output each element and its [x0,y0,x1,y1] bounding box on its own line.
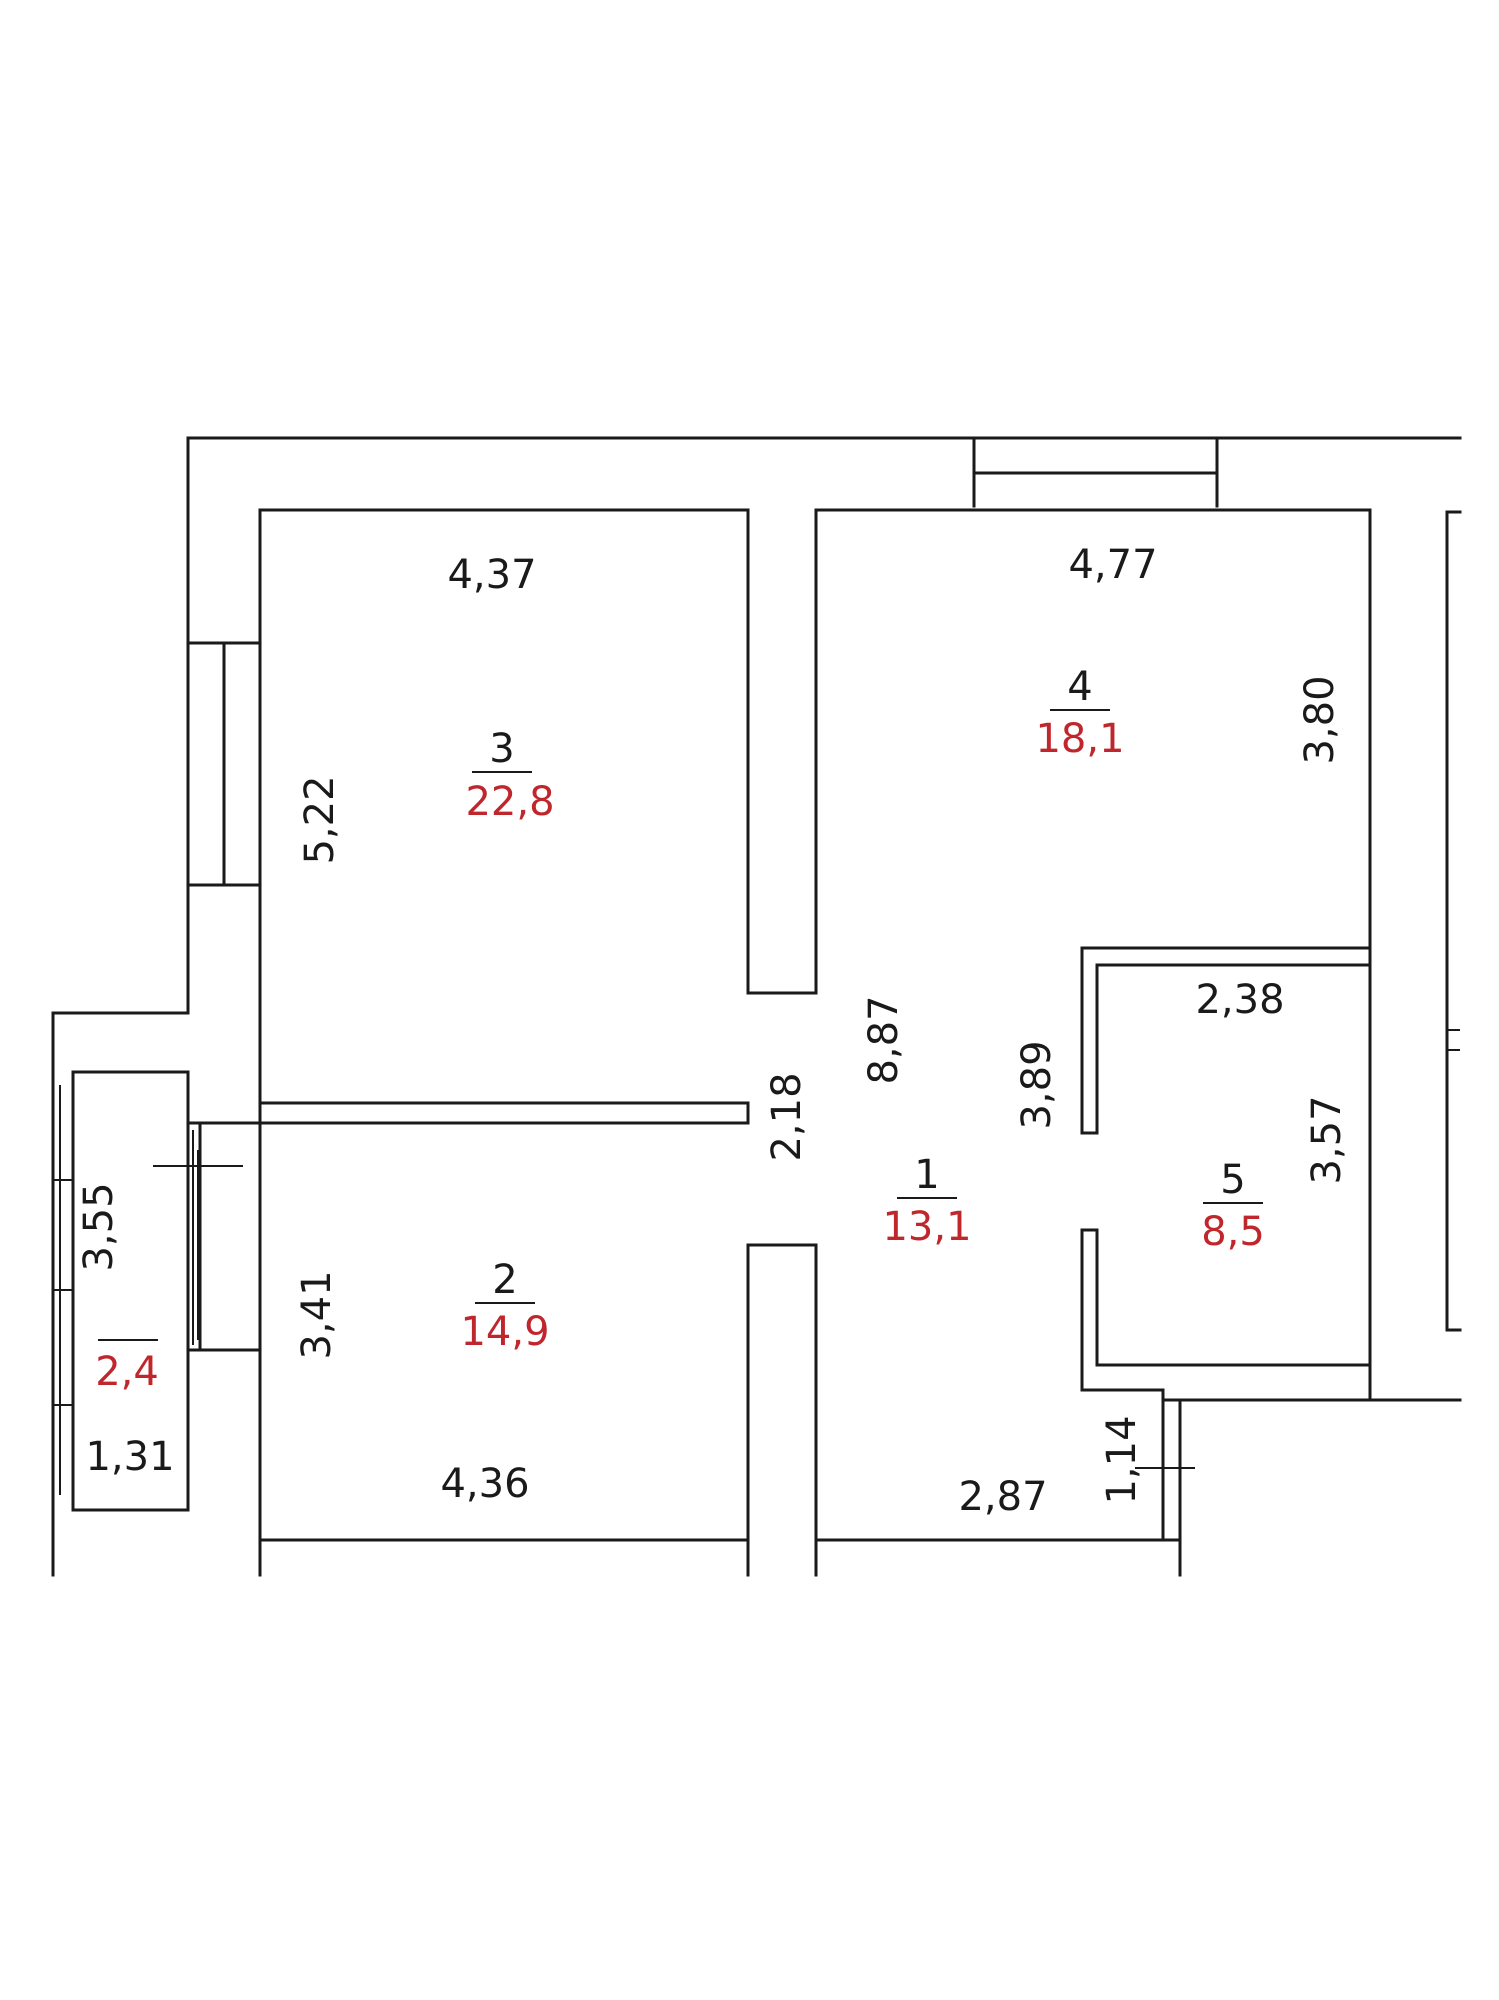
partition-3-2 [198,1101,750,1125]
right-structure [1445,510,1462,1332]
outer-wall-top [51,436,1462,1577]
balcony-door [186,1121,262,1352]
dim-room5-width: 2,38 [1195,977,1284,1023]
dim-hall-bottom-width: 2,87 [958,1474,1047,1520]
dim-hall-wall: 3,89 [1014,1040,1060,1129]
right-tick [1447,1029,1460,1051]
balcony-rail [53,1085,73,1495]
room-1-number: 1 [914,1152,939,1198]
dim-room5-height: 3,57 [1304,1095,1350,1184]
room-3-wall [258,508,1372,1577]
room-2-number: 2 [492,1257,517,1303]
balcony-door-leaf [153,1130,243,1345]
room-4-number: 4 [1067,664,1092,710]
dim-room2-width: 4,36 [440,1461,529,1507]
balcony-outline [71,1070,190,1512]
room-5-area: 8,5 [1201,1209,1265,1255]
room-1-area: 13,1 [882,1204,971,1250]
niche-wall [1161,1398,1182,1577]
room-4-area: 18,1 [1035,716,1124,762]
dim-room2-height: 3,41 [294,1270,340,1359]
dim-room3-width: 4,37 [447,552,536,598]
dim-hall-niche: 1,14 [1099,1415,1145,1504]
room-3-area: 22,8 [465,779,554,825]
room-5-wall-lower [1080,1228,1462,1402]
room-3-number: 3 [489,726,514,772]
window-room-4 [972,436,1219,508]
walls [51,436,1462,1577]
dim-room4-height: 3,80 [1297,675,1343,764]
dim-room4-width: 4,77 [1068,542,1157,588]
room-2-area: 14,9 [460,1309,549,1355]
room-labels: 3 22,8 4 18,1 1 13,1 5 8,5 2 14,9 2,4 [95,664,1265,1395]
dim-room3-height: 5,22 [297,775,343,864]
balcony-area: 2,4 [95,1349,159,1395]
dim-balcony-length: 3,55 [76,1182,122,1271]
dim-hall-opening: 2,18 [764,1072,810,1161]
window-room-3 [186,641,262,887]
room-2-wall [746,1243,818,1577]
room-5-number: 5 [1220,1157,1245,1203]
dimension-labels: 4,37 5,22 4,77 3,80 8,87 2,18 3,89 2,38 … [76,542,1350,1520]
dim-balcony-width: 1,31 [85,1434,174,1480]
room-5-wall [1080,946,1372,1135]
dim-hall-length: 8,87 [861,995,907,1084]
